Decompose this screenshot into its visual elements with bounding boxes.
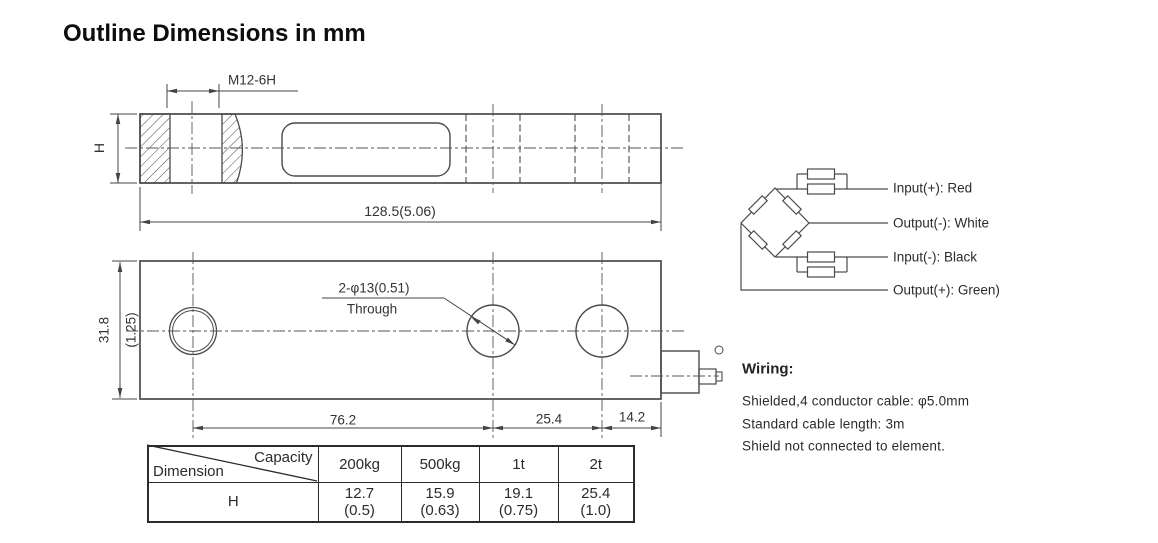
capacity-dimension-table: Capacity Dimension 200kg 500kg 1t 2t H 1… [147,445,635,523]
compensation-resistors-top [796,168,848,195]
compensation-resistors-bottom [796,251,848,278]
table-corner-cell: Capacity Dimension [147,445,319,483]
hole-spacing-dim-label: 76.2 [329,412,357,428]
section-hatch-thread [221,113,244,184]
bridge-diagram [740,168,888,291]
length-dim-label: 128.5(5.06) [364,203,436,219]
section-hatch-left [139,113,171,184]
shield-circle [714,345,724,355]
wiring-note-shield: Shield not connected to element. [742,438,946,454]
holes-through-label: Through [346,301,398,317]
table-value-500kg: 15.9 (0.63) [400,481,480,523]
wiring-note-cable: Shielded,4 conductor cable: φ5.0mm [742,393,970,409]
dimension-arrows [115,88,661,431]
table-col-200kg: 200kg [317,445,402,483]
holes-dim-label: 2-φ13(0.51) [338,280,410,296]
centerlines [125,101,719,438]
hole-spacing2-dim-label: 25.4 [535,411,563,427]
plan-view [139,260,724,400]
edge-dim-label: 14.2 [618,409,646,425]
wire-label-output-neg: Output(-): White [893,215,990,231]
width-dim-mm-label: 31.8 [96,316,112,344]
table-value-2t: 25.4 (1.0) [557,481,635,523]
cable-gland [660,350,723,394]
table-col-500kg: 500kg [400,445,480,483]
wire-label-input-pos: Input(+): Red [893,180,973,196]
wiring-note-length: Standard cable length: 3m [742,416,905,432]
table-row-label: H [147,481,319,523]
wire-label-output-pos: Output(+): Green) [893,282,1000,298]
height-dim-label: H [91,142,107,154]
table-corner-dimension: Dimension [153,462,224,480]
thread-dim-label: M12-6H [228,72,277,88]
table-col-2t: 2t [557,445,635,483]
wiring-heading: Wiring: [742,360,794,378]
wire-label-input-neg: Input(-): Black [893,249,978,265]
side-view [139,113,662,184]
width-dim-in-label: (1.25) [123,312,139,348]
bridge-resistors [747,194,803,251]
table-value-200kg: 12.7 (0.5) [317,481,402,523]
table-col-1t: 1t [478,445,559,483]
table-value-1t: 19.1 (0.75) [478,481,559,523]
beam-slot [281,122,451,177]
hidden-hole-lines [465,114,630,183]
table-corner-capacity: Capacity [254,449,313,466]
page-title: Outline Dimensions in mm [63,20,366,47]
